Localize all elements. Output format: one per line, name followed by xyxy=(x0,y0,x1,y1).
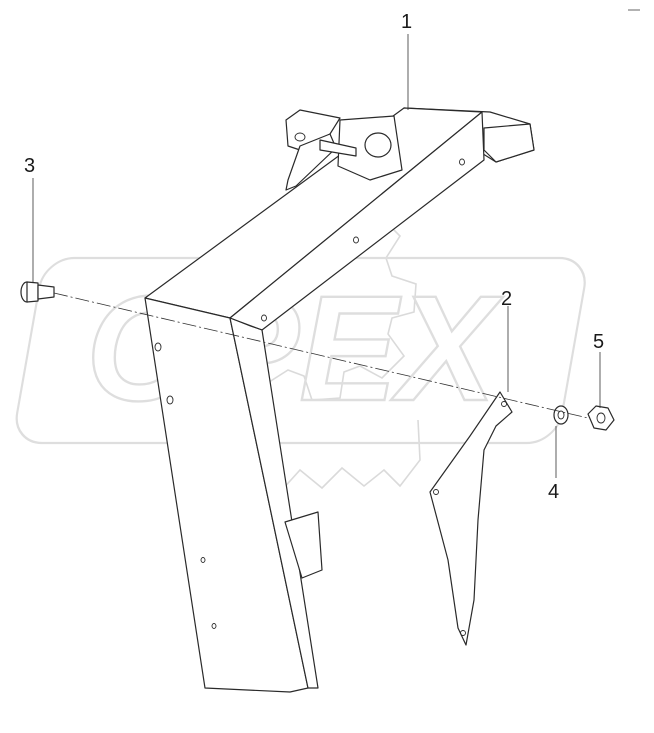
bolt-part-3 xyxy=(20,281,55,303)
washer-part-4 xyxy=(553,405,569,425)
callout-1: 1 xyxy=(401,11,412,33)
callout-3: 3 xyxy=(24,155,35,177)
main-frame-part-1 xyxy=(144,107,535,693)
curved-plate-part-2 xyxy=(429,391,513,646)
frame-side-tab xyxy=(284,511,323,579)
assembly-axis-line xyxy=(53,292,589,419)
callout-4: 4 xyxy=(548,481,559,503)
callout-2: 2 xyxy=(501,288,512,310)
frame-vertical-leg-front xyxy=(144,297,309,693)
curved-plate-outline xyxy=(429,391,513,646)
leader-lines xyxy=(32,34,601,478)
nut-part-5 xyxy=(587,405,615,431)
callout-5: 5 xyxy=(593,331,604,353)
